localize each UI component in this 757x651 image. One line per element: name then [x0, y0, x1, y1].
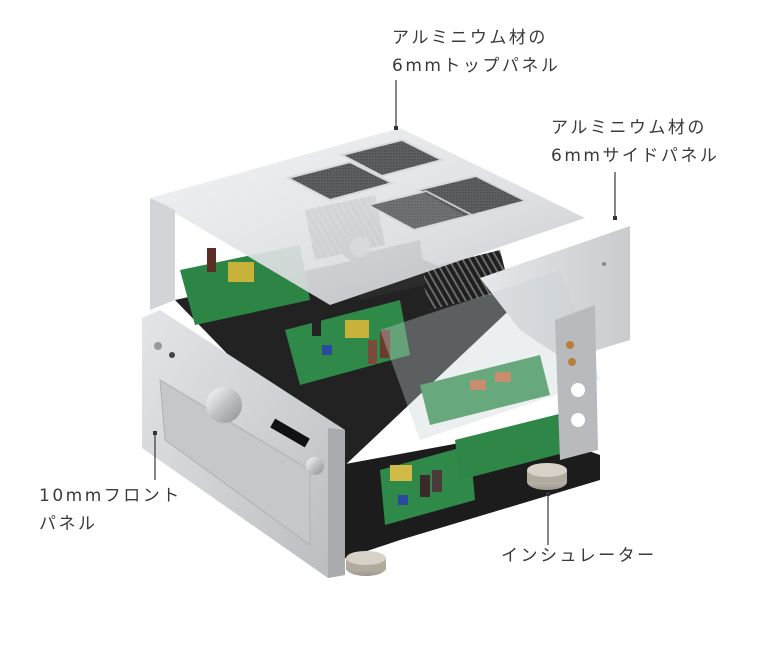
leader-lines [153, 80, 617, 545]
insulator-feet [346, 463, 567, 576]
callout-side-panel-line-2: 6mmサイドパネル [551, 146, 720, 166]
callout-side-panel-line-1: アルミニウム材の [551, 118, 707, 138]
top-panel [150, 128, 585, 310]
side-panel [380, 226, 630, 460]
callout-front-panel: 10mmフロント パネル [39, 482, 182, 538]
callout-front-panel-line-2: パネル [39, 514, 98, 534]
callout-top-panel: アルミニウム材の 6mmトップパネル [392, 24, 560, 80]
pcb-boards [180, 245, 575, 525]
callout-insulator: インシュレーター [501, 542, 657, 570]
callout-top-panel-line-1: アルミニウム材の [392, 28, 548, 48]
callout-insulator-line-1: インシュレーター [501, 546, 657, 566]
callout-top-panel-line-2: 6mmトップパネル [392, 56, 561, 76]
front-panel [142, 310, 345, 578]
callout-side-panel: アルミニウム材の 6mmサイドパネル [551, 114, 719, 170]
callout-front-panel-line-1: 10mmフロント [39, 486, 182, 506]
